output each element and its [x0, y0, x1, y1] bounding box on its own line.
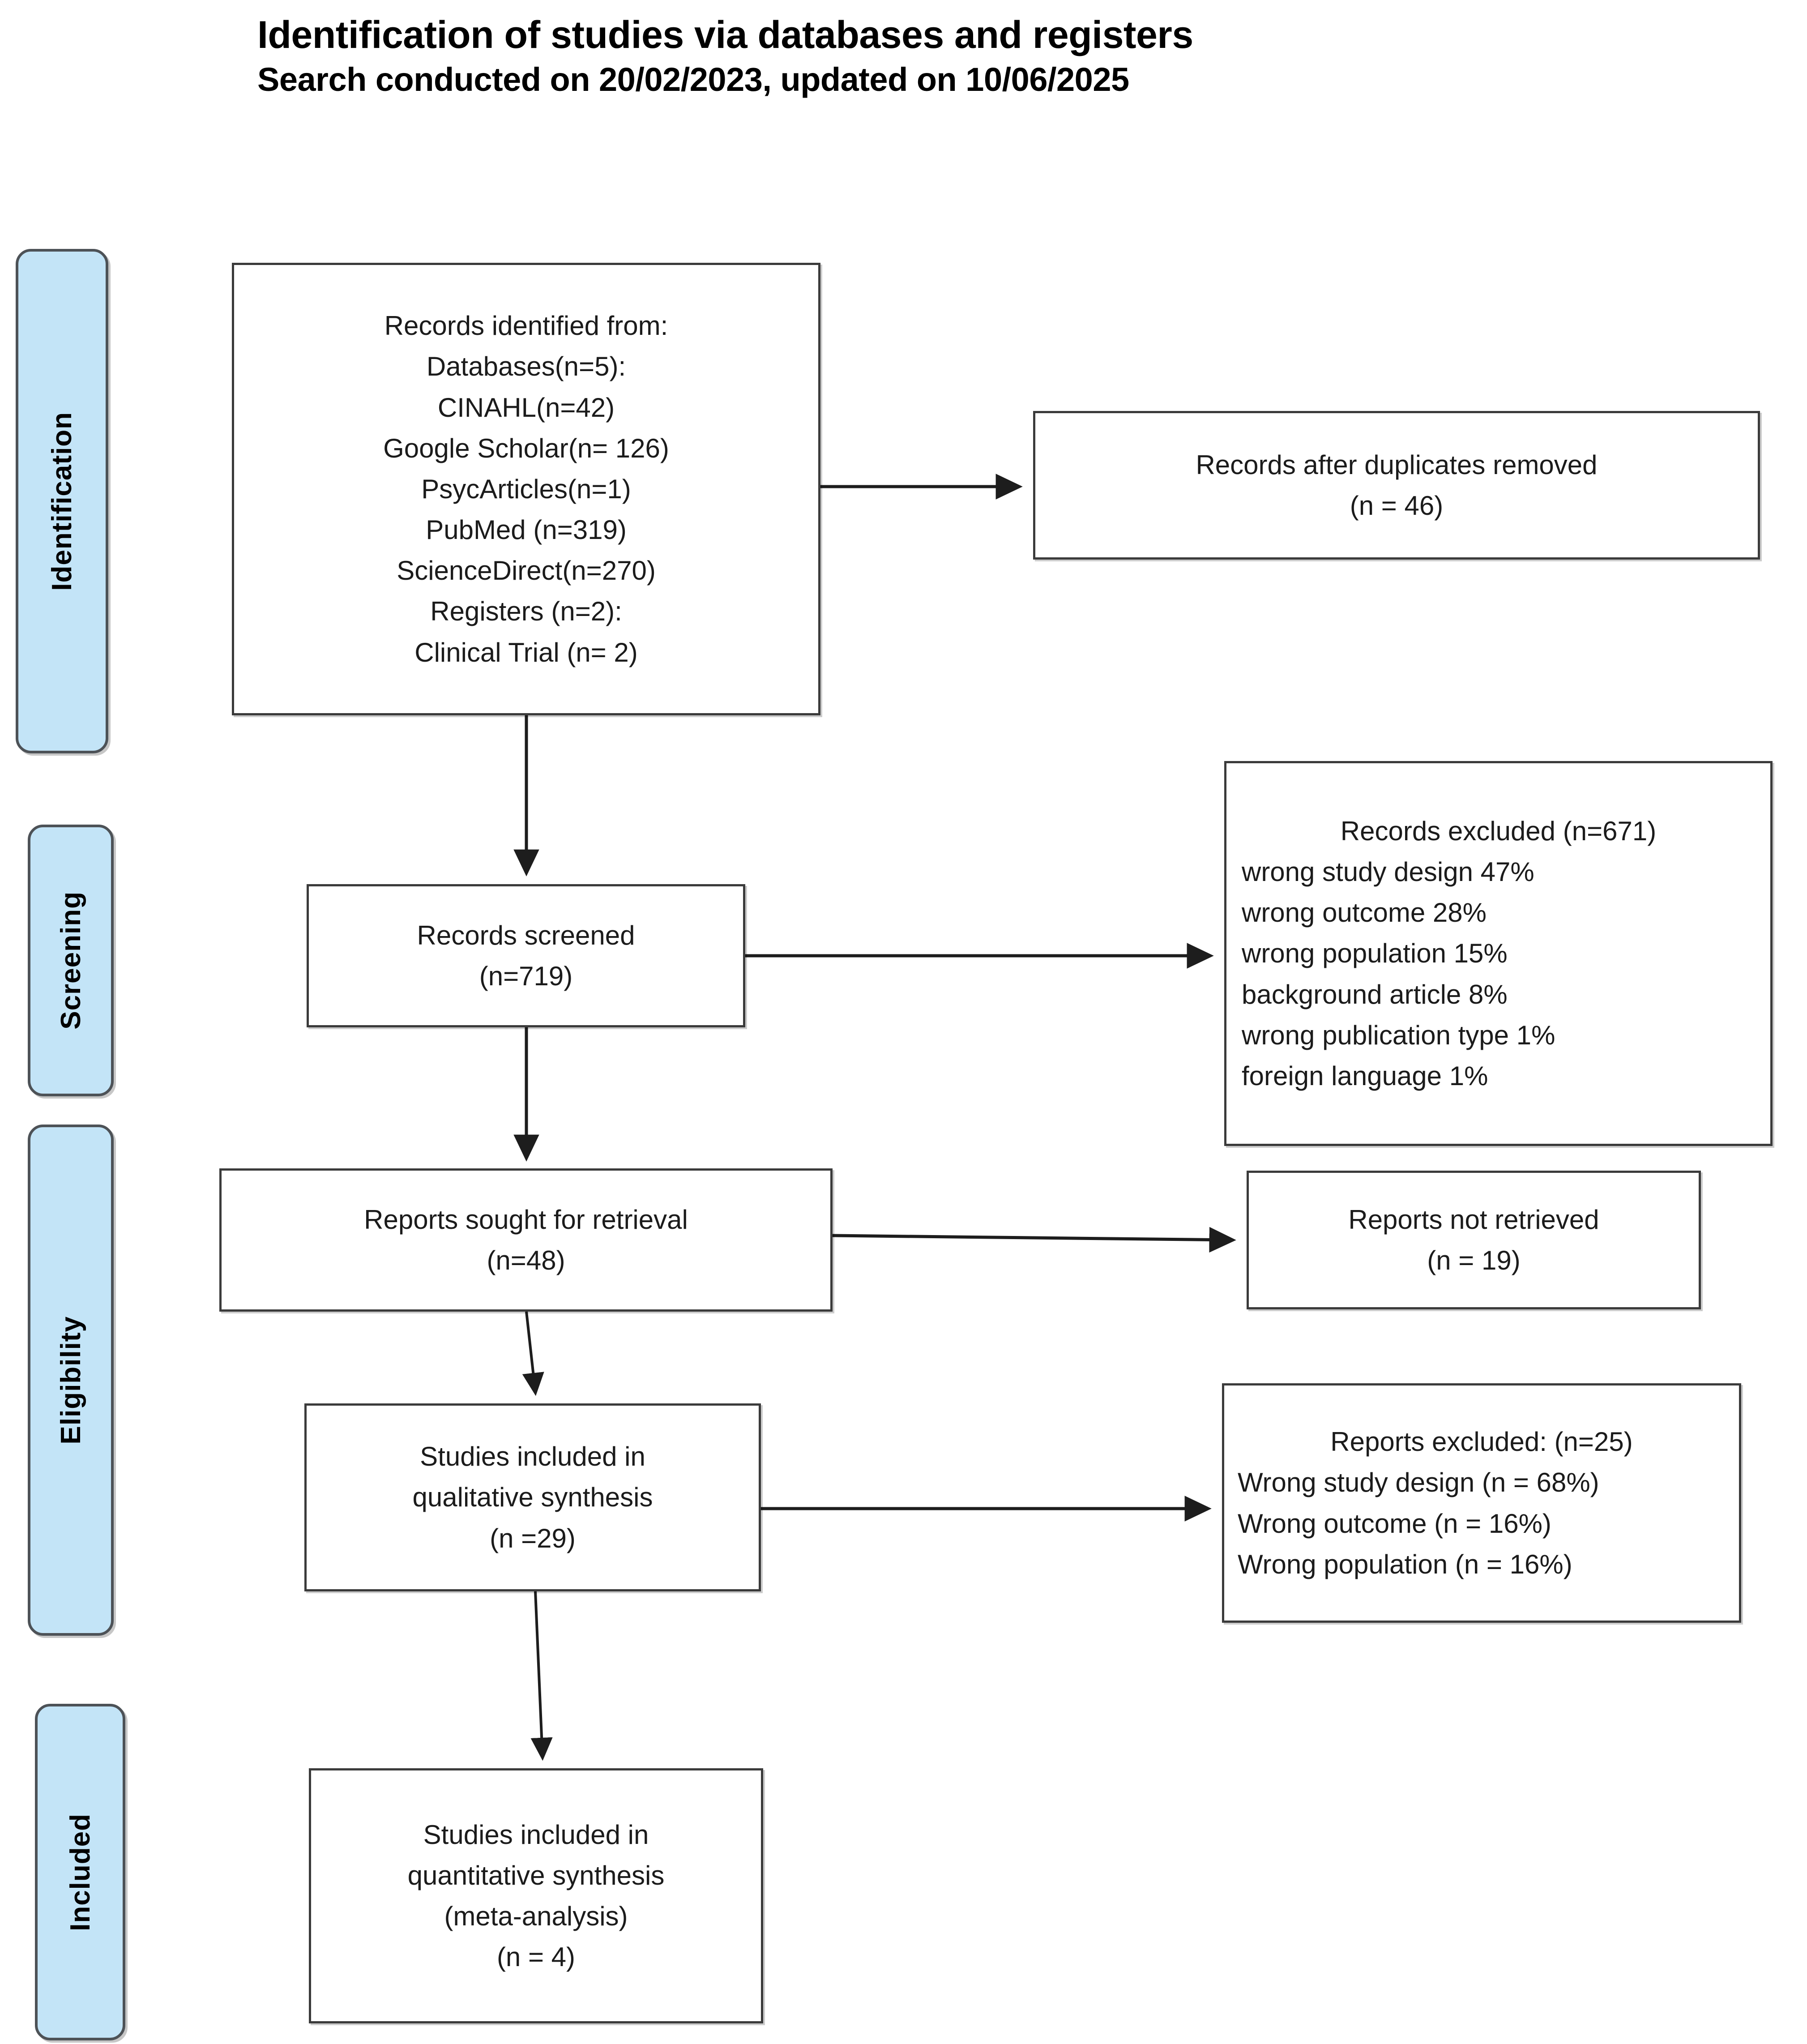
- box-reports-excluded: Reports excluded: (n=25) Wrong study des…: [1222, 1383, 1741, 1623]
- box-records-after-duplicates-removed: Records after duplicates removed (n = 46…: [1033, 411, 1760, 560]
- box-heading: Reports excluded: (n=25): [1330, 1427, 1633, 1457]
- box-line: (meta-analysis): [444, 1901, 628, 1931]
- box-line: PsycArticles(n=1): [421, 474, 631, 504]
- box-line: background article 8%: [1242, 979, 1508, 1009]
- box-line: PubMed (n=319): [426, 515, 627, 545]
- stage-pill-included: Included: [35, 1704, 125, 2040]
- box-line: Reports sought for retrieval: [364, 1204, 688, 1235]
- box-line: (n = 19): [1427, 1245, 1521, 1275]
- box-line: Records after duplicates removed: [1196, 449, 1598, 480]
- title-main: Identification of studies via databases …: [257, 13, 1193, 56]
- box-records-screened: Records screened (n=719): [307, 884, 745, 1027]
- stage-label-identification: Identification: [47, 411, 77, 591]
- box-line: (n=48): [487, 1245, 565, 1275]
- box-line: Wrong population (n = 16%): [1238, 1549, 1572, 1579]
- box-records-identified: Records identified from: Databases(n=5):…: [232, 263, 820, 715]
- stage-label-eligibility: Eligibility: [55, 1316, 86, 1445]
- box-line: qualitative synthesis: [412, 1482, 653, 1513]
- box-line: Google Scholar(n= 126): [383, 433, 669, 463]
- stage-label-included: Included: [64, 1813, 96, 1931]
- box-studies-included-qualitative: Studies included in qualitative synthesi…: [304, 1403, 761, 1591]
- box-line: ScienceDirect(n=270): [397, 556, 656, 586]
- box-studies-included-quantitative: Studies included in quantitative synthes…: [309, 1768, 763, 2023]
- box-line: Wrong study design (n = 68%): [1238, 1467, 1599, 1498]
- box-line: (n = 4): [496, 1942, 576, 1972]
- arrow-qualitative-to-quantitative: [530, 1591, 553, 1761]
- box-line: (n=719): [479, 961, 573, 991]
- box-line: Databases(n=5):: [426, 351, 626, 382]
- stage-pill-eligibility: Eligibility: [28, 1125, 114, 1636]
- box-line: wrong outcome 28%: [1242, 898, 1487, 928]
- box-line: (n =29): [490, 1523, 576, 1553]
- arrow-sought-to-not-retrieved: [832, 1227, 1236, 1253]
- box-line: Registers (n=2):: [430, 596, 622, 627]
- box-line: Records identified from:: [384, 311, 668, 341]
- box-line: Studies included in: [420, 1441, 645, 1472]
- box-records-excluded: Records excluded (n=671) wrong study des…: [1224, 761, 1773, 1146]
- box-line: Reports not retrieved: [1348, 1204, 1599, 1235]
- box-line: Studies included in: [423, 1819, 649, 1850]
- box-reports-sought-for-retrieval: Reports sought for retrieval (n=48): [219, 1168, 833, 1312]
- box-line: wrong population 15%: [1242, 938, 1508, 969]
- box-line: Wrong outcome (n = 16%): [1238, 1508, 1551, 1539]
- box-line: wrong publication type 1%: [1242, 1020, 1555, 1050]
- box-line: Clinical Trial (n= 2): [414, 637, 638, 667]
- title-subtitle: Search conducted on 20/02/2023, updated …: [257, 61, 1129, 98]
- box-heading: Records excluded (n=671): [1340, 816, 1657, 846]
- box-line: foreign language 1%: [1242, 1060, 1488, 1091]
- box-line: wrong study design 47%: [1242, 857, 1534, 887]
- box-line: CINAHL(n=42): [437, 392, 615, 423]
- box-line: quantitative synthesis: [407, 1860, 665, 1890]
- box-reports-not-retrieved: Reports not retrieved (n = 19): [1247, 1171, 1701, 1309]
- page-title: Identification of studies via databases …: [257, 13, 1600, 99]
- stage-label-screening: Screening: [55, 891, 86, 1030]
- stage-pill-identification: Identification: [16, 249, 108, 753]
- arrow-sought-to-qualitative: [522, 1311, 544, 1396]
- box-line: Records screened: [417, 920, 635, 950]
- box-line: (n = 46): [1350, 491, 1444, 521]
- stage-pill-screening: Screening: [28, 825, 114, 1096]
